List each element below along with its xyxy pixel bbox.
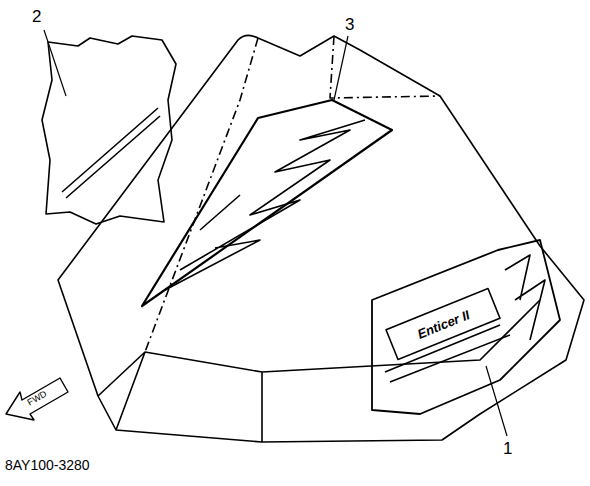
decal-stripes (385, 255, 545, 382)
leader-line (334, 36, 348, 100)
diagram-code: 8AY100-3280 (5, 458, 90, 472)
side-decal (372, 240, 560, 414)
decal-stripe-line (62, 108, 160, 198)
stripe-flames (165, 120, 365, 290)
loose-decal (42, 36, 176, 224)
leader-line (44, 30, 66, 96)
decal-text: Enticer II (415, 308, 471, 341)
direction-label: FWD (26, 389, 48, 407)
leader-line (486, 366, 507, 436)
callout-number: 2 (32, 8, 41, 25)
hood-front-edge (98, 300, 540, 442)
fwd-arrow (6, 378, 68, 420)
hood-outline (58, 35, 584, 442)
stripe-decal (142, 100, 392, 306)
callout-number: 3 (345, 16, 354, 33)
hood-ridge (145, 36, 440, 352)
callout-number: 1 (503, 440, 512, 457)
